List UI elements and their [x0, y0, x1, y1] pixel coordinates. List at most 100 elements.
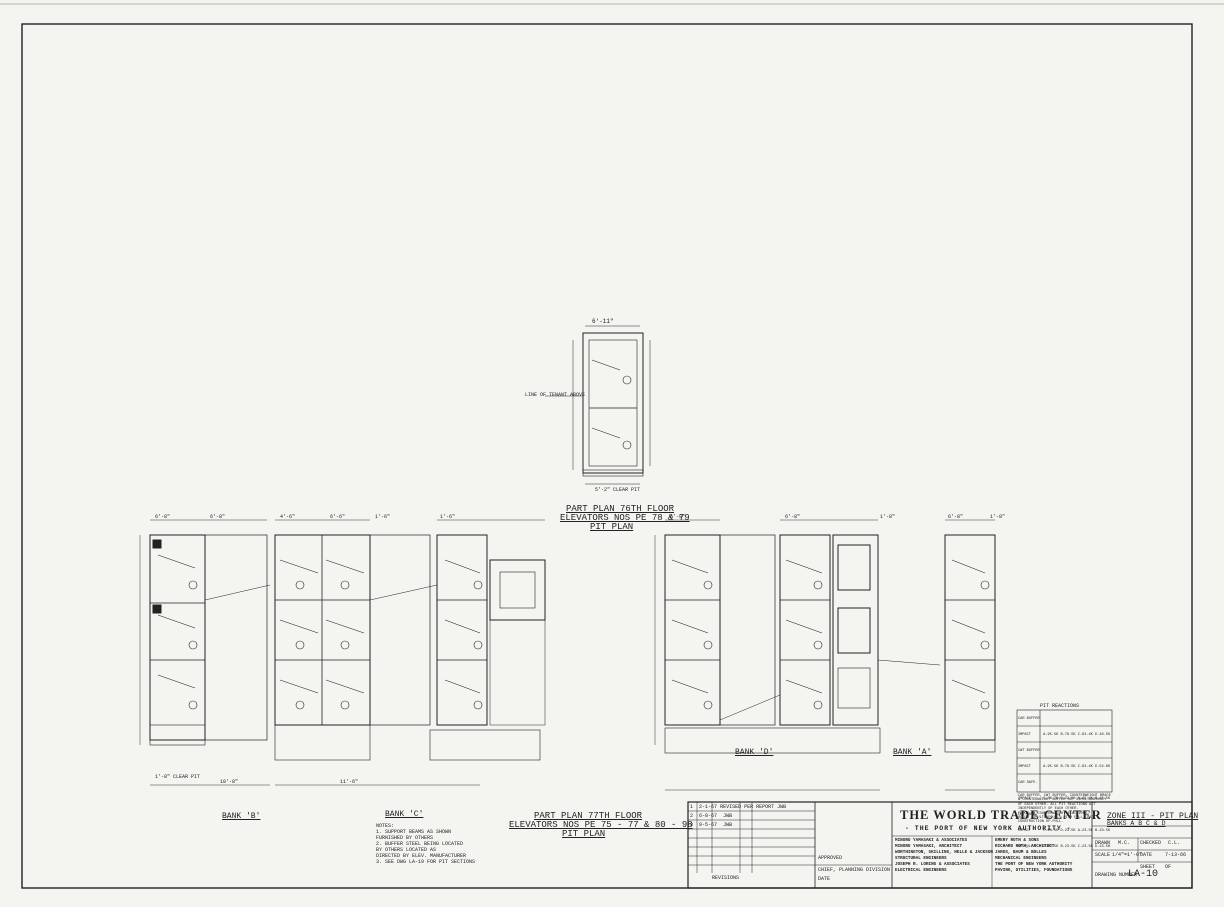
pit-row-label: CWT BUFFER IMPACT [1018, 749, 1040, 769]
pit-reactions-grid [1016, 709, 1113, 793]
architect-2-sub: RICHARD ROTH, ARCHITECT [995, 844, 1055, 849]
pit-val: C-63.4K [1077, 765, 1093, 769]
notes-heading: NOTES: [376, 823, 395, 829]
pit-val: C-36.7K [1043, 797, 1059, 801]
approved-label: APPROVED [818, 855, 843, 861]
note-line: 2. BUFFER STEEL BEING LOCATED [376, 841, 464, 847]
pit-note-line: INDEPENDENTLY OF EACH OTHER. [1018, 807, 1079, 812]
pit-note-line: CAR BUFFER, CWT BUFFER, COUNTERWEIGHT BR… [1018, 794, 1111, 798]
pit-val: A-95.5K [1043, 765, 1059, 769]
dim-b-2: 6'-8" [210, 514, 226, 520]
port-authority-sub: PAVING, UTILITIES, FOUNDATIONS [995, 868, 1073, 873]
pit-row-label: CAR BUFFER IMPACT [1018, 717, 1040, 737]
bank-a-label: BANK 'A' [893, 748, 932, 757]
rev-no: 3 [690, 822, 694, 828]
structural: WORTHINGTON, SKILLING, HELLE & JACKSON [895, 850, 993, 855]
checked-value: C.L. [1168, 840, 1181, 846]
drawn-value: M.C. [1118, 840, 1131, 846]
chief-label: CHIEF, PLANNING DIVISION [818, 867, 891, 873]
drawing-number: LA-10 [1128, 869, 1159, 880]
note-line: 1. SUPPORT BEAMS AS SHOWN [376, 829, 452, 835]
dimension-lines [139, 519, 995, 791]
rev-desc: REVISED PER REPORT [720, 804, 775, 810]
sheet-title-2: BANKS A B C & D [1107, 820, 1166, 827]
mechanical: JAROS, BAUM & BOLLES [995, 850, 1047, 855]
pit-val: A-25.4K [1077, 797, 1093, 801]
dim-d-3: 1'-8" [880, 514, 896, 520]
note-line: BY OTHERS LOCATED AS [376, 847, 437, 853]
dim-c-4: 1'-6" [440, 514, 456, 520]
bank-d-plan [664, 534, 941, 754]
drawing-number-label: DRAWING NUMBER [1095, 872, 1138, 878]
pit-note-line: OCCUR SIMULTANEOUSLY WITH FULL LOAD [1018, 816, 1094, 821]
dim-c-bottom: 11'-6" [340, 779, 359, 785]
scale-label: SCALE [1095, 852, 1111, 858]
pit-row: CWT SAFE. IMPACT C-23.5K D-23.5K A-23.5K… [1018, 807, 1110, 839]
plan-76-side-note: LINE OF TENANT ABOVE [525, 392, 586, 398]
sheet-border [21, 23, 1193, 889]
project-title: THE WORLD TRADE CENTER [900, 808, 1102, 822]
consultants-left: MINORU YAMASAKI & ASSOCIATES MINORU YAMA… [895, 838, 993, 874]
pit-row: UP-PULL A-23.5K B-23.5K C-23.5K D-23.5K [1018, 839, 1110, 855]
pit-row-label: UP-PULL [1018, 845, 1034, 849]
rev-by: JWB [723, 822, 733, 828]
pit-val: B-23.5K [1060, 845, 1076, 849]
plan-77-title: PART PLAN 77TH FLOOR [534, 811, 643, 821]
title-block-grid [687, 801, 1193, 889]
bank-c-plan [274, 534, 431, 761]
bank-a-plan [944, 534, 996, 753]
sheet-title-1: ZONE III - PIT PLAN [1107, 812, 1199, 821]
pit-val: B-23.5K [1095, 829, 1111, 833]
pit-row: CAR BUFFER IMPACT A-95.5K B-78.5K C-63.4… [1018, 711, 1110, 743]
rev-date: 6-8-67 [699, 813, 718, 819]
pit-val: C-63.4K [1077, 733, 1093, 737]
checked-label: CHECKED [1140, 840, 1162, 846]
rev-no: 1 [690, 804, 694, 810]
rev-date: 2-1-67 [699, 804, 718, 810]
bank-b-plan [149, 534, 271, 746]
note-line: FURNISHED BY OTHERS [376, 835, 434, 841]
rev-by: JWB [723, 813, 733, 819]
revisions-table: 1 2-1-67 REVISED PER REPORT JWB 2 6-8-67… [690, 803, 786, 830]
rev-no: 2 [690, 813, 694, 819]
dim-c-2: 6'-6" [330, 514, 346, 520]
plan-77-pit-plan: PIT PLAN [562, 829, 606, 839]
dim-d-1: 6'-8" [670, 514, 686, 520]
pit-row-label: CWT SAFE. IMPACT [1018, 813, 1038, 833]
dim-a-2: 1'-8" [990, 514, 1006, 520]
pit-val: D-22.5K [1060, 797, 1076, 801]
electrical: JOSEPH R. LORING & ASSOCIATES [895, 862, 970, 867]
pit-row: CAR SAFE. IMPACT C-36.7K D-22.5K A-25.4K… [1018, 775, 1110, 807]
structural-sub: STRUCTURAL ENGINEERS [895, 856, 947, 861]
scale-value: 1/4"=1'-0" [1112, 852, 1143, 858]
bank-b-label: BANK 'B' [222, 812, 261, 821]
date-label: DATE [1140, 852, 1153, 858]
pit-val: A-23.5K [1077, 829, 1093, 833]
pit-val: D-23.5K [1060, 829, 1076, 833]
architect-2: EMERY ROTH & SONS [995, 838, 1039, 843]
authority-title: - THE PORT OF NEW YORK AUTHORITY - [905, 825, 1072, 832]
date-value: 7-13-66 [1165, 852, 1187, 858]
dim-b-bottom-1: 1'-8" CLEAR PIT [155, 774, 201, 780]
bank-c-right-plan [369, 534, 546, 761]
plan-76-title: PART PLAN 76TH FLOOR [566, 504, 675, 514]
pit-val: D-48.5K [1095, 733, 1111, 737]
plan-76-pit-plan: PIT PLAN [590, 522, 634, 532]
revision-row: 2 6-8-67 JWB [690, 812, 786, 821]
architect-1-sub: MINORU YAMASAKI, ARCHITECT [895, 844, 963, 849]
dim-c-3: 1'-6" [375, 514, 391, 520]
electrical-sub: ELECTRICAL ENGINEERS [895, 868, 947, 873]
dim-b-1: 6'-8" [155, 514, 171, 520]
date-col-label: DATE [818, 876, 831, 882]
pit-val: A-95.5K [1043, 733, 1059, 737]
pit-note-line: & COUNTERWEIGHT BUFFER NOT SIMULTANEOUSL… [1018, 798, 1107, 803]
rev-date: 9-5-67 [699, 822, 718, 828]
port-authority: THE PORT OF NEW YORK AUTHORITY [995, 862, 1073, 867]
rev-by: JWB [777, 804, 787, 810]
plan-76-top-dim: 6'-11" [592, 318, 614, 325]
drawn-label: DRAWN [1095, 840, 1111, 846]
pit-row-label: CAR SAFE. IMPACT [1018, 781, 1038, 801]
revision-row: 3 9-5-67 JWB [690, 821, 786, 830]
plan-77-elevators: ELEVATORS NOS PE 75 - 77 & 80 - 98 [509, 820, 693, 830]
